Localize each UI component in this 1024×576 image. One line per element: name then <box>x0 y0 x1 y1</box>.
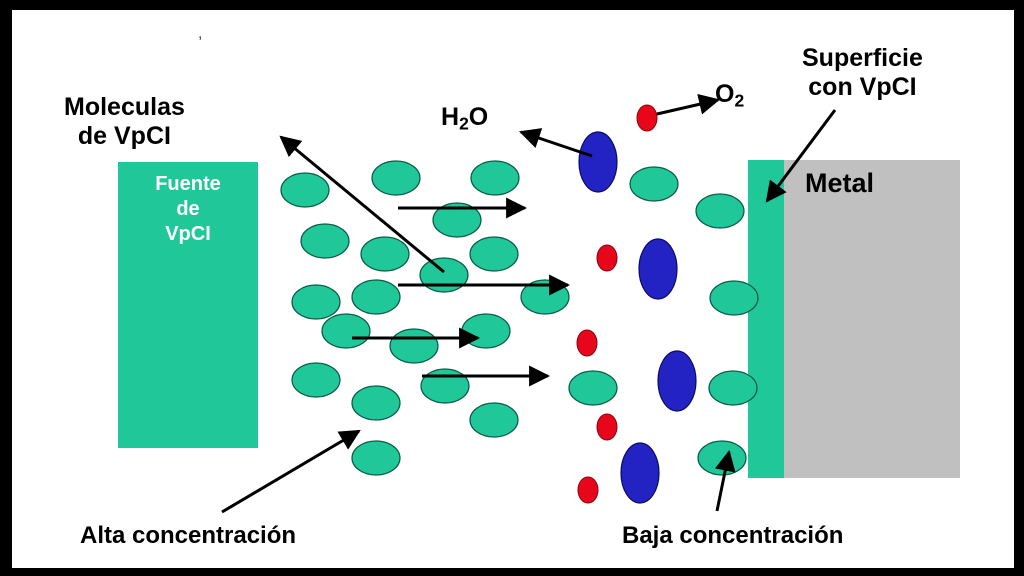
vpci-molecule <box>432 202 482 238</box>
vpci-surface-label: Superficie con VpCI <box>802 44 923 102</box>
vpci-molecule <box>389 328 439 364</box>
h2o-label: H2O <box>441 103 488 134</box>
vpci-source-label: Fuente de VpCI <box>118 172 258 247</box>
vpci-molecule <box>469 236 519 272</box>
low-concentration-label: Baja concentración <box>622 522 843 550</box>
vpci-molecule <box>420 368 470 404</box>
oxygen-molecule <box>596 244 618 272</box>
vpci-molecule <box>419 257 469 293</box>
vpci-molecules-label: Moleculas de VpCI <box>64 93 185 151</box>
oxygen-molecule <box>596 413 618 441</box>
vpci-molecule <box>321 313 371 349</box>
vpci-molecule <box>371 160 421 196</box>
water-molecule <box>638 238 678 300</box>
o2-label-o: O <box>715 80 735 108</box>
arrow-to-o2-label <box>656 93 721 116</box>
oxygen-molecule <box>577 476 599 504</box>
vpci-surface-layer <box>748 160 784 478</box>
water-molecule <box>657 350 697 412</box>
metal-block <box>784 160 960 478</box>
o2-label-subscript: 2 <box>734 90 745 111</box>
arrows <box>221 93 837 514</box>
arrow-to-molecules-label <box>279 135 445 274</box>
low-concentration-label-text: Baja concentración <box>622 522 844 549</box>
vpci-molecule <box>351 385 401 421</box>
h2o-label-subscript: 2 <box>459 113 469 134</box>
oxygen-molecules <box>576 104 658 504</box>
vpci-molecule <box>568 370 618 406</box>
vpci-molecule <box>360 236 410 272</box>
arrow-to-h2o-label <box>519 128 593 158</box>
vpci-molecule <box>470 160 520 196</box>
vpci-molecule <box>695 193 745 229</box>
vpci-molecule <box>291 284 341 320</box>
metal-label: Metal <box>805 168 874 199</box>
high-concentration-label-text: Alta concentración <box>80 522 297 549</box>
h2o-label-o: O <box>468 103 489 131</box>
vpci-molecule <box>300 223 350 259</box>
o2-label: O2 <box>715 80 744 111</box>
vpci-source-label-text: Fuente de VpCI <box>155 173 221 245</box>
arrow-from-low-concentration <box>714 449 736 512</box>
high-concentration-label: Alta concentración <box>80 522 296 550</box>
vpci-molecule <box>291 362 341 398</box>
vpci-molecule <box>351 279 401 315</box>
vpci-molecule <box>351 440 401 476</box>
vpci-surface-label-text: Superficie con VpCI <box>802 44 923 101</box>
water-molecules <box>578 131 697 504</box>
vpci-molecule <box>461 313 511 349</box>
arrow-from-high-concentration <box>221 429 361 514</box>
arrow-to-surface <box>765 109 837 203</box>
clipped-text-fragment: , <box>198 25 202 42</box>
vpci-molecule <box>469 402 519 438</box>
vpci-molecule <box>697 440 747 476</box>
vpci-source-block <box>118 162 258 448</box>
metal-label-text: Metal <box>805 168 875 198</box>
vpci-molecule <box>708 370 758 406</box>
vpci-molecule <box>709 280 759 316</box>
oxygen-molecule <box>576 329 598 357</box>
vpci-molecules-label-text: Moleculas de VpCI <box>64 93 185 150</box>
water-molecule <box>578 131 618 193</box>
h2o-label-h: H <box>441 103 460 131</box>
water-molecule <box>620 442 660 504</box>
vpci-molecule <box>280 172 330 208</box>
vpci-molecule <box>629 166 679 202</box>
oxygen-molecule <box>636 104 658 132</box>
